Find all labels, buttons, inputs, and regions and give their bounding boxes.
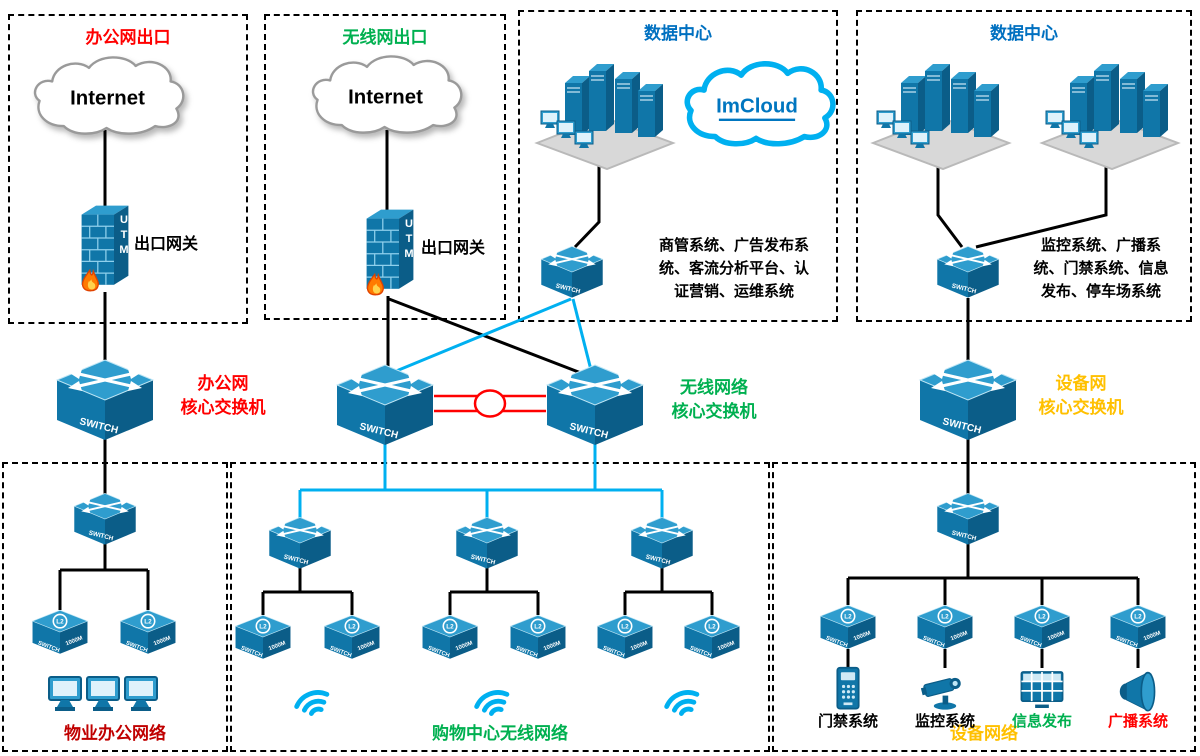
link-utm-wireless-core2: [388, 297, 595, 380]
wireless-l2-switch-5-icon: [596, 614, 654, 660]
zone-property-network-title: 物业办公网络: [64, 724, 166, 743]
link-dc1-switch-core2: [571, 298, 594, 375]
property-switch-icon: [73, 492, 137, 546]
link-device-endpoints: [846, 649, 1140, 668]
device-core-label: 设备网 核心交换机: [1038, 374, 1124, 417]
wireless-core-switch-1-icon: [335, 363, 435, 447]
info-display-icon: [1018, 666, 1066, 714]
zone-mall-wireless: 购物中心无线网络: [230, 462, 770, 752]
zone-datacenter-right: 数据中心: [856, 10, 1192, 322]
zone-device-network-title: 设备网络: [950, 724, 1018, 743]
office-core-label: 办公网 核心交换机: [180, 374, 266, 417]
wireless-l2-switch-4-icon: [509, 614, 567, 660]
access-control-label: 门禁系统: [817, 713, 878, 730]
link-access2-tree: [448, 568, 540, 615]
office-core-switch-icon: [55, 358, 155, 442]
link-servers-dc1-switch: [573, 166, 601, 249]
link-property-tree: [58, 544, 150, 610]
office-gateway-label: 出口网关: [134, 236, 199, 253]
zone-mall-wireless-title: 购物中心无线网络: [432, 724, 568, 743]
utm-firewall-office-icon: UTM: [78, 199, 132, 295]
link-access3-tree: [623, 568, 714, 615]
utm-firewall-wireless-icon: UTM: [363, 203, 417, 299]
cctv-camera-icon: [921, 666, 969, 714]
zone-property-network: 物业办公网络: [2, 462, 228, 752]
zone-datacenter-right-title: 数据中心: [990, 24, 1058, 43]
link-bus-access-switches: [298, 490, 664, 518]
datacenter-left-switch-icon: [540, 245, 604, 299]
internet-cloud-office-icon: [25, 52, 190, 140]
device-l2-switch-4-icon: [1109, 604, 1167, 650]
zone-datacenter-left-title: 数据中心: [644, 24, 712, 43]
link-dc1-switch-core1: [388, 297, 572, 376]
utm-wireless-label: UTM: [403, 218, 415, 263]
wireless-l2-switch-1-icon: [234, 614, 292, 660]
cctv-label: 监控系统: [914, 713, 975, 730]
office-pcs-icon: [47, 669, 159, 727]
property-l2-switch-1-icon: [31, 609, 89, 655]
wireless-gateway-label: 出口网关: [421, 240, 486, 257]
info-publish-label: 信息发布: [1011, 713, 1072, 730]
broadcast-speaker-icon: [1114, 666, 1162, 714]
access-switch-2-icon: [455, 516, 519, 570]
wireless-l2-switch-3-icon: [421, 614, 479, 660]
link-servers-right-dc2-switch: [975, 166, 1108, 249]
server-cluster-dc2-left-icon: [863, 55, 1013, 170]
zone-wireless-exit-title: 无线网出口: [342, 28, 428, 47]
datacenter-right-switch-icon: [936, 245, 1000, 299]
broadcast-label: 广播系统: [1107, 713, 1168, 730]
device-l2-switch-3-icon: [1013, 604, 1071, 650]
device-l2-switch-2-icon: [916, 604, 974, 650]
access-switch-1-icon: [268, 516, 332, 570]
zone-datacenter-left: 数据中心: [518, 10, 838, 322]
wireless-core-label: 无线网络 核心交换机: [671, 378, 757, 421]
wireless-l2-switch-6-icon: [683, 614, 741, 660]
access-switch-3-icon: [630, 516, 694, 570]
stack-ring-icon: [473, 389, 507, 418]
link-device-tree: [846, 544, 1140, 605]
device-l2-switch-1-icon: [819, 604, 877, 650]
datacenter-left-systems-label: 商管系统、广告发布系 统、客流分析平台、认 证营销、运维系统: [658, 237, 809, 300]
link-servers-left-dc2-switch: [936, 166, 964, 248]
zone-office-exit: 办公网出口: [8, 14, 248, 324]
device-switch-icon: [936, 492, 1000, 546]
imcloud-icon: [678, 52, 836, 156]
access-control-terminal-icon: [824, 666, 872, 714]
device-core-switch-icon: [918, 358, 1018, 442]
zone-wireless-exit: 无线网出口: [264, 14, 506, 320]
zone-device-network: 设备网络: [772, 462, 1196, 752]
wireless-core-switch-2-icon: [545, 363, 645, 447]
server-cluster-dc1-icon: [527, 55, 677, 170]
datacenter-right-systems-label: 监控系统、广播系 统、门禁系统、信息 发布、停车场系统: [1033, 237, 1169, 300]
wireless-l2-switch-2-icon: [323, 614, 381, 660]
server-cluster-dc2-right-icon: [1032, 55, 1182, 170]
link-access1-tree: [261, 568, 354, 615]
zone-office-exit-title: 办公网出口: [85, 28, 171, 47]
utm-office-label: UTM: [118, 214, 130, 259]
internet-cloud-wireless-icon: [303, 51, 468, 139]
property-l2-switch-2-icon: [119, 609, 177, 655]
